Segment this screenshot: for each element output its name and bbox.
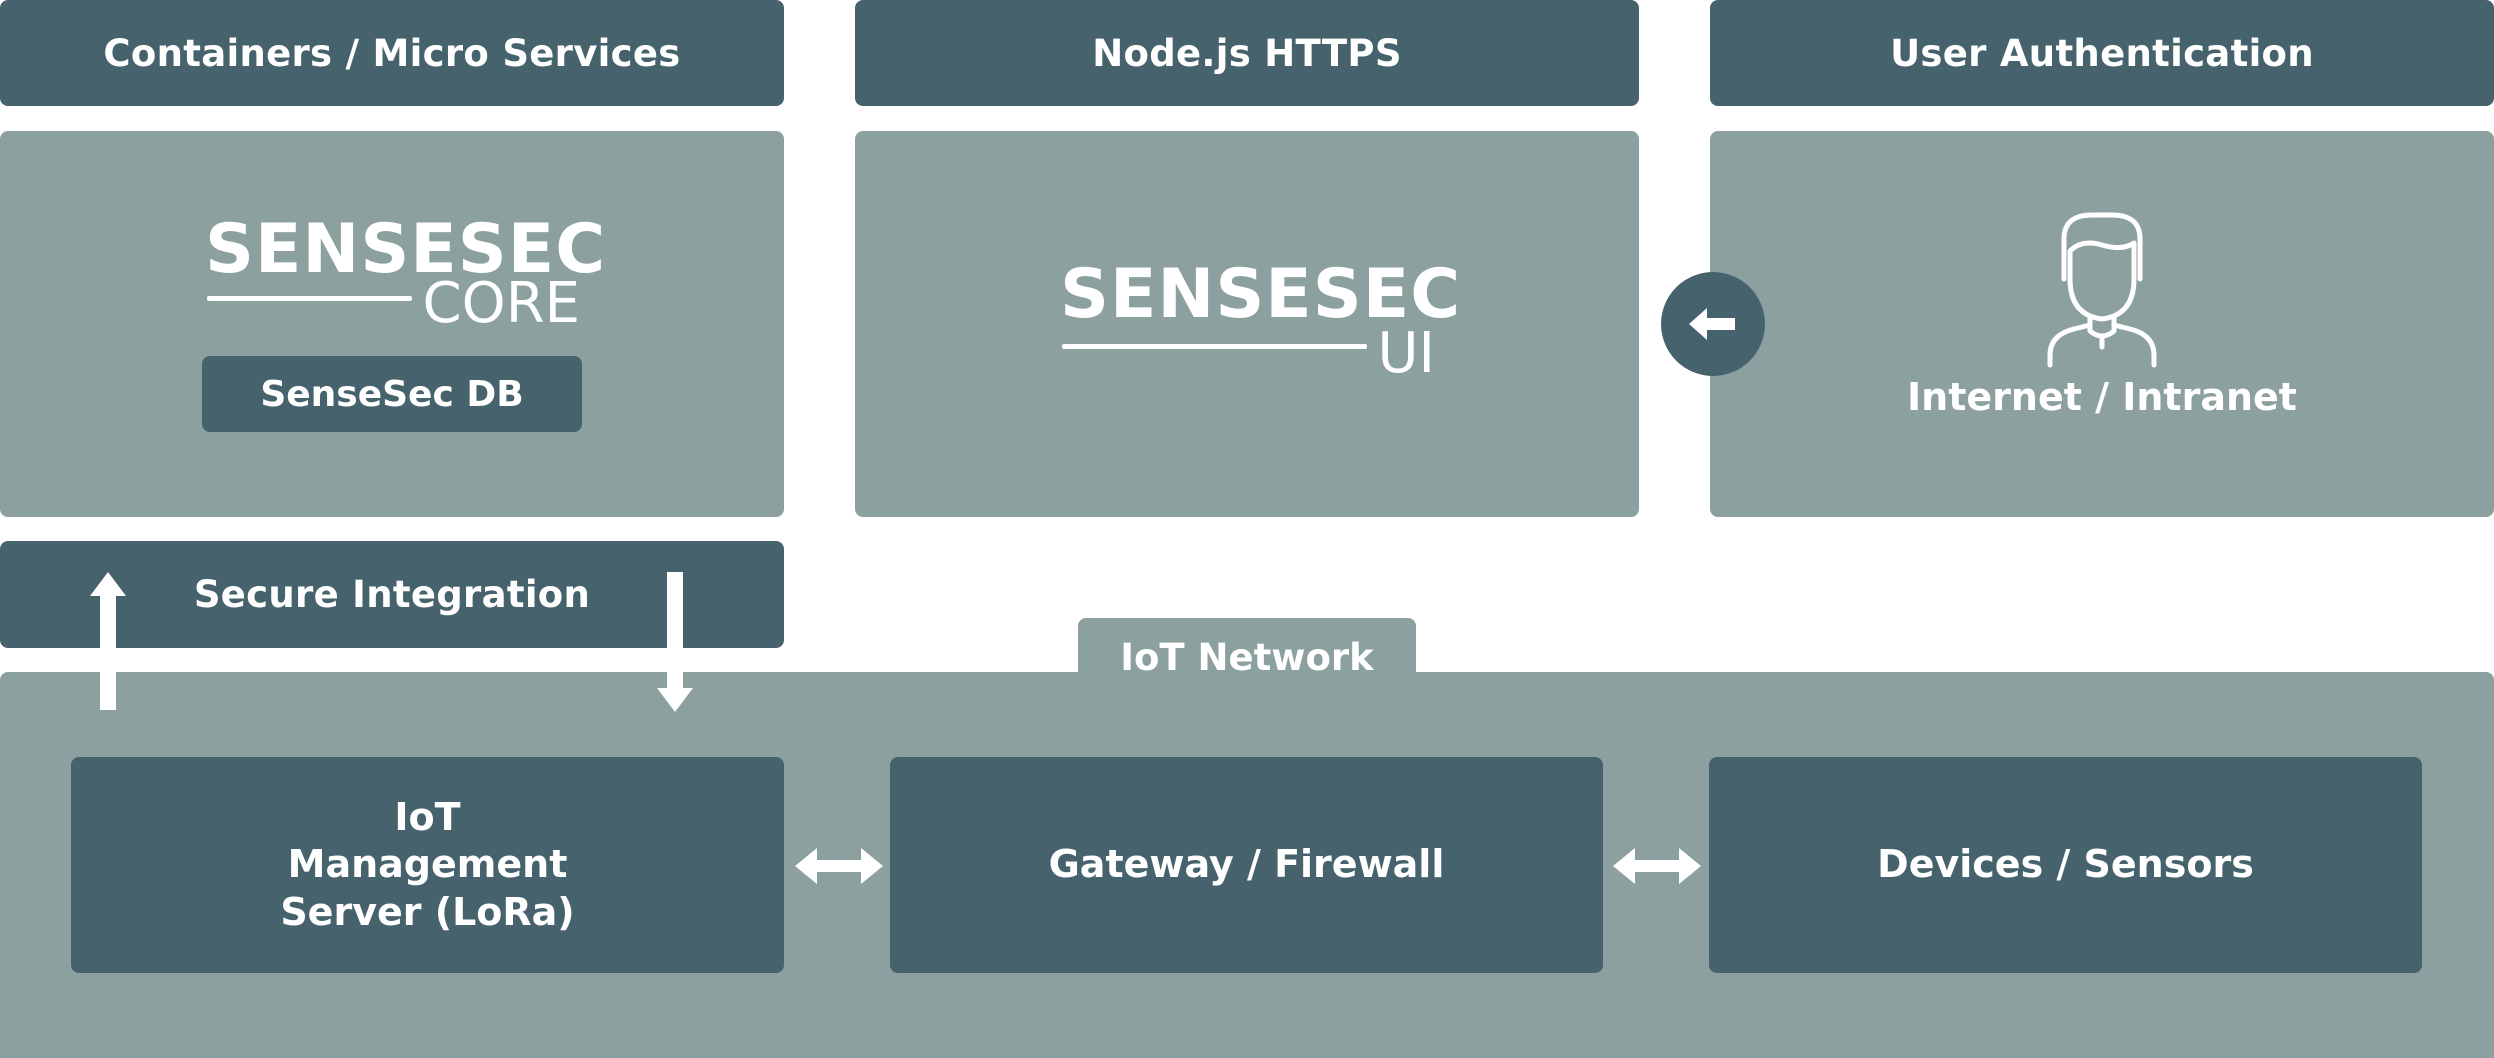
internet-intranet-label: Internet / Intranet xyxy=(1907,375,2297,420)
core-logo-rule xyxy=(207,296,412,301)
devices-sensors-label: Devices / Sensors xyxy=(1877,842,2254,887)
sensesec-core-logo: SENSESEC CORE xyxy=(205,216,605,336)
sensesec-db-label: SenseSec DB xyxy=(260,373,524,415)
double-arrow-icon xyxy=(1613,848,1701,884)
devices-sensors-box: Devices / Sensors xyxy=(1709,757,2422,973)
ui-panel: SENSESEC UI xyxy=(855,131,1639,517)
gateway-firewall-box: Gateway / Firewall xyxy=(890,757,1603,973)
arrow-left-button[interactable] xyxy=(1661,272,1765,376)
secure-integration-bar: Secure Integration xyxy=(0,541,784,648)
gateway-firewall-label: Gateway / Firewall xyxy=(1048,842,1445,887)
ui-logo-sub: UI xyxy=(1377,321,1435,386)
header-auth-label: User Authentication xyxy=(1890,31,2314,75)
user-panel: Internet / Intranet xyxy=(1710,131,2494,517)
header-node: Node.js HTTPS xyxy=(855,0,1639,106)
arrow-down-icon xyxy=(657,572,693,712)
header-containers-label: Containers / Micro Services xyxy=(103,31,681,75)
arrow-left-icon xyxy=(1689,308,1735,340)
header-node-label: Node.js HTTPS xyxy=(1092,31,1402,75)
core-logo-sub: CORE xyxy=(422,271,580,336)
header-auth: User Authentication xyxy=(1710,0,2494,106)
core-panel: SENSESEC CORE SenseSec DB xyxy=(0,131,784,517)
iot-network-tab-label: IoT Network xyxy=(1120,635,1374,679)
ui-logo-rule xyxy=(1062,344,1367,349)
user-icon xyxy=(2047,212,2157,368)
sensesec-ui-logo: SENSESEC UI xyxy=(1060,261,1460,386)
sensesec-db-box: SenseSec DB xyxy=(202,356,582,432)
core-logo-main: SENSESEC xyxy=(205,210,607,289)
iot-management-server-label: IoT Management Server (LoRa) xyxy=(280,794,575,934)
ui-logo-main: SENSESEC xyxy=(1060,255,1462,334)
iot-network-tab: IoT Network xyxy=(1078,618,1416,698)
double-arrow-icon xyxy=(795,848,883,884)
header-containers: Containers / Micro Services xyxy=(0,0,784,106)
iot-management-server-box: IoT Management Server (LoRa) xyxy=(71,757,784,973)
secure-integration-label: Secure Integration xyxy=(193,573,591,616)
arrow-up-icon xyxy=(90,572,126,710)
